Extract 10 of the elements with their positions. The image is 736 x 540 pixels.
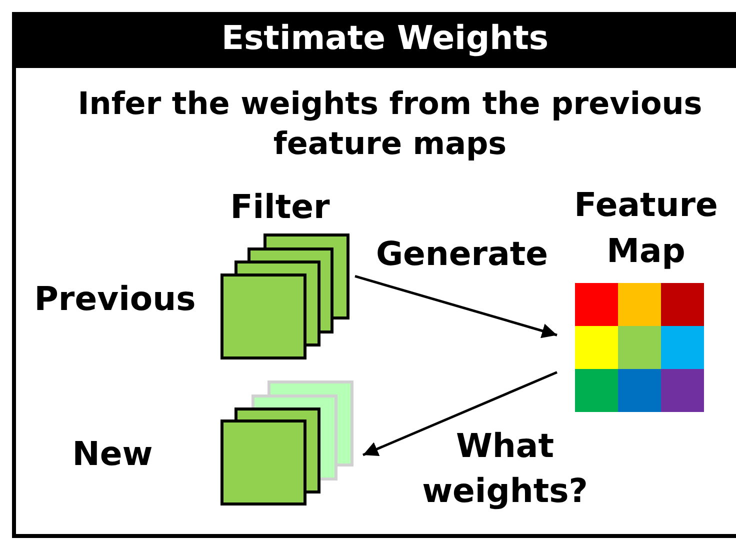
- feature-map-title: Feature Map: [573, 184, 719, 272]
- title: Estimate Weights: [220, 18, 550, 57]
- edge-label: Generate: [374, 233, 550, 275]
- subtitle: Infer the weights from the previous feature maps: [76, 85, 704, 164]
- label: Filter: [229, 186, 331, 228]
- arrow: [362, 371, 558, 456]
- edge-label: What weights?: [421, 425, 589, 512]
- arrow: [354, 274, 558, 338]
- filter-label: Previous: [33, 278, 197, 320]
- filter-label: New: [71, 433, 154, 475]
